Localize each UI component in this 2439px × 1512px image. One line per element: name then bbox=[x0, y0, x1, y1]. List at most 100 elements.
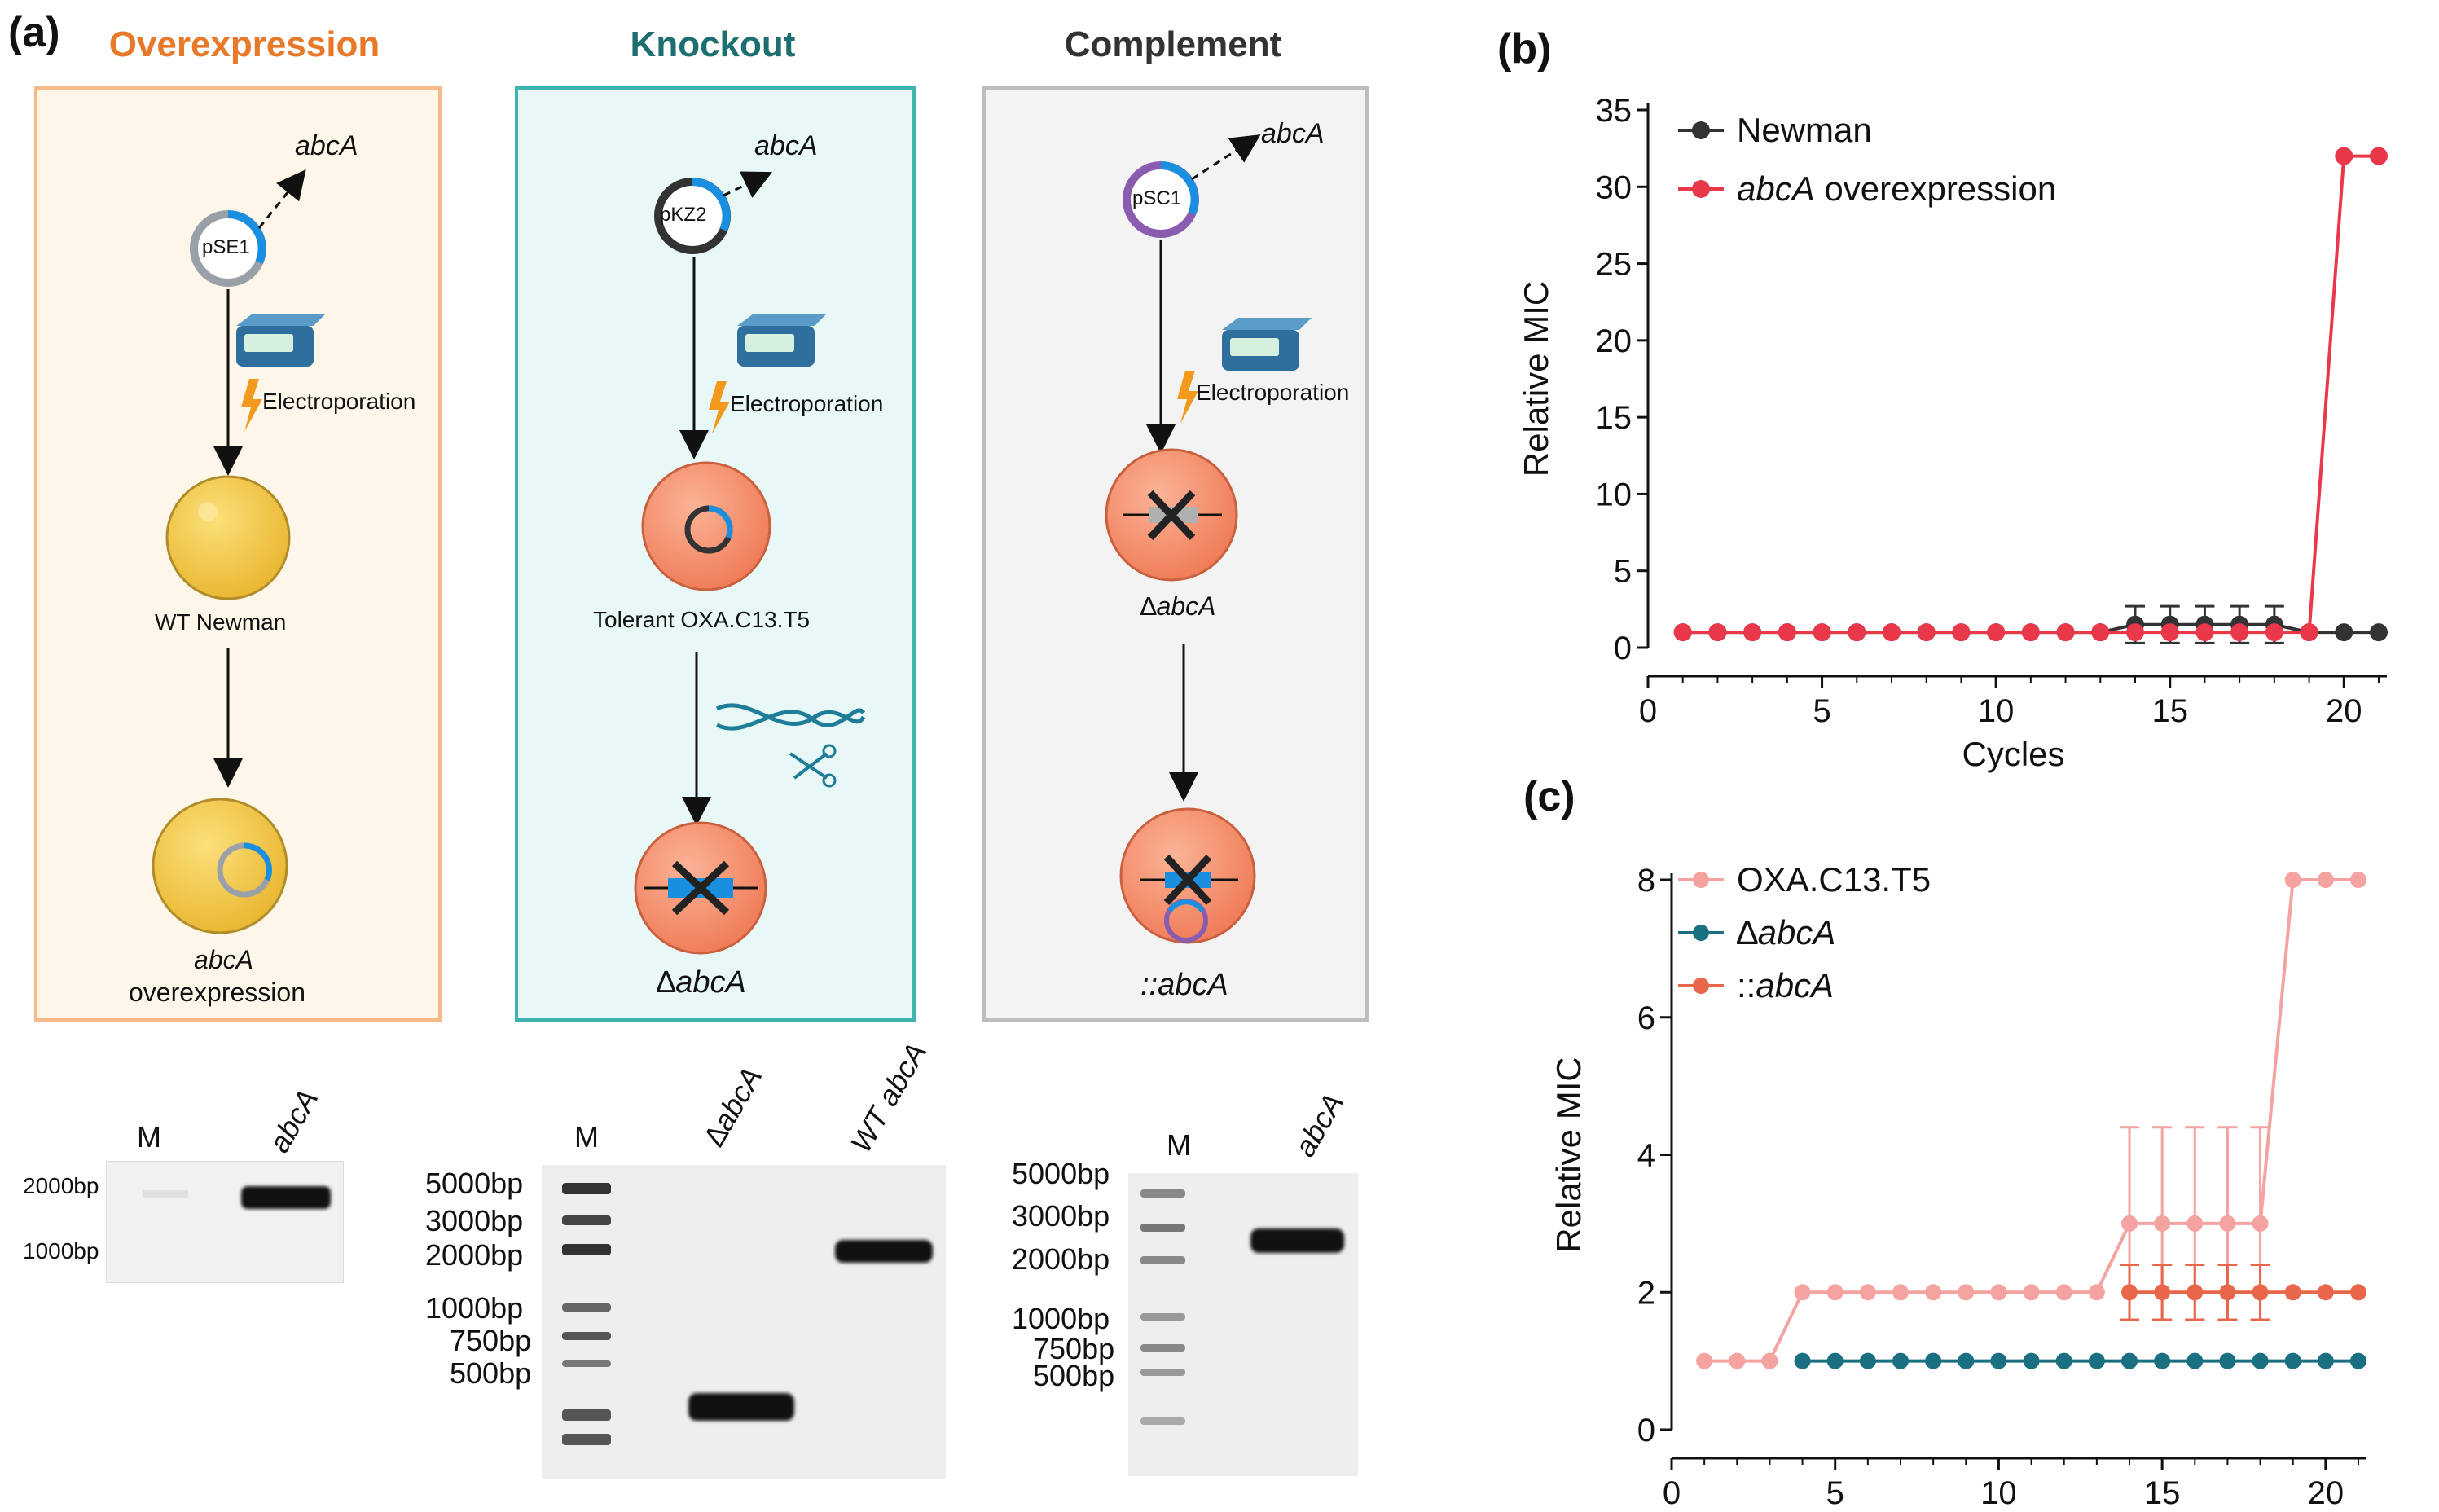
legend-marker bbox=[1692, 180, 1710, 198]
dna-scissors-icon bbox=[715, 703, 866, 788]
data-point bbox=[1673, 623, 1692, 642]
legend-label: ∆abcA bbox=[1737, 913, 1835, 952]
panel-a-letter: (a) bbox=[8, 9, 60, 56]
data-point bbox=[2021, 623, 2040, 642]
data-point bbox=[1729, 1352, 1746, 1369]
result-label: ::abcA bbox=[1140, 968, 1228, 1002]
data-point bbox=[1892, 1352, 1909, 1369]
plasmid-pse1 bbox=[190, 210, 266, 287]
strain-label: WT Newman bbox=[155, 609, 287, 635]
data-point bbox=[1794, 1352, 1811, 1369]
data-point bbox=[2195, 623, 2214, 642]
legend-marker bbox=[1693, 872, 1709, 888]
legend-label: Newman bbox=[1737, 111, 1872, 149]
x-tick-label: 10 bbox=[1978, 693, 2015, 729]
gel-marker-label: 1000bp bbox=[1012, 1302, 1110, 1335]
chart-c: 0246805101520CyclesRelative MICOXA.C13.T… bbox=[1549, 860, 2366, 1507]
data-point bbox=[1794, 1284, 1811, 1301]
data-point bbox=[1813, 623, 1831, 642]
tolerant-cell bbox=[641, 461, 771, 591]
x-tick-label: 10 bbox=[1980, 1475, 2017, 1507]
y-tick-label: 5 bbox=[1614, 554, 1632, 590]
gel-marker-label: 3000bp bbox=[1012, 1199, 1110, 1233]
data-point bbox=[2370, 147, 2388, 165]
plasmid-label: pKZ2 bbox=[660, 204, 707, 226]
strain-gene: abcA bbox=[1156, 591, 1216, 621]
y-tick-label: 2 bbox=[1637, 1275, 1655, 1311]
gel-lane-label: M bbox=[1167, 1128, 1191, 1162]
gel-2 bbox=[542, 1165, 946, 1479]
y-tick-label: 8 bbox=[1637, 863, 1655, 899]
data-point bbox=[2335, 623, 2353, 642]
gene-label: abcA bbox=[754, 130, 818, 161]
x-axis-label: Cycles bbox=[1962, 735, 2064, 773]
x-tick-label: 15 bbox=[2144, 1475, 2181, 1507]
gel-marker-label: 1000bp bbox=[23, 1238, 99, 1264]
data-point bbox=[1708, 623, 1727, 642]
gel-marker-label: 1000bp bbox=[425, 1291, 524, 1325]
x-tick-label: 20 bbox=[2326, 693, 2362, 729]
data-point bbox=[2230, 623, 2249, 642]
gene-label: abcA bbox=[295, 130, 358, 161]
x-tick-label: 0 bbox=[1639, 693, 1657, 729]
gel-marker-label: 3000bp bbox=[425, 1204, 524, 1237]
data-point bbox=[2154, 1352, 2171, 1369]
data-point bbox=[2154, 1215, 2171, 1232]
data-point bbox=[1778, 623, 1796, 642]
data-point bbox=[1925, 1284, 1942, 1301]
knockout-title: Knockout bbox=[630, 24, 796, 64]
delta-symbol: ∆ bbox=[657, 965, 676, 1000]
data-point bbox=[2284, 872, 2301, 888]
data-point bbox=[1917, 623, 1936, 642]
method-label: Electroporation bbox=[262, 389, 416, 414]
data-point bbox=[1990, 1352, 2007, 1369]
lightning-icon bbox=[241, 379, 262, 432]
legend-marker bbox=[1693, 978, 1709, 994]
y-tick-label: 6 bbox=[1637, 1000, 1655, 1036]
data-point bbox=[1952, 623, 1971, 642]
data-point bbox=[2300, 623, 2318, 642]
data-point bbox=[2284, 1284, 2301, 1301]
data-point bbox=[2335, 147, 2353, 165]
strain-label: Tolerant OXA.C13.T5 bbox=[593, 607, 811, 632]
gel-band bbox=[688, 1393, 794, 1421]
data-point bbox=[2252, 1215, 2269, 1232]
x-tick-label: 5 bbox=[1826, 1475, 1844, 1507]
result-gene: abcA bbox=[675, 965, 746, 1000]
data-point bbox=[2350, 1284, 2366, 1301]
data-point bbox=[2126, 623, 2144, 642]
y-axis-label: Relative MIC bbox=[1517, 281, 1555, 477]
overexpression-title: Overexpression bbox=[108, 24, 380, 64]
data-point bbox=[1883, 623, 1901, 642]
data-point bbox=[2186, 1284, 2204, 1301]
y-tick-label: 20 bbox=[1596, 323, 1633, 359]
lightning-icon bbox=[1177, 371, 1198, 424]
data-point bbox=[2055, 1284, 2072, 1301]
plasmid-psc1 bbox=[1123, 161, 1199, 238]
data-point bbox=[2023, 1352, 2040, 1369]
y-tick-label: 35 bbox=[1596, 93, 1633, 129]
strain-label: ∆abcA bbox=[1140, 591, 1216, 622]
data-point bbox=[2219, 1215, 2236, 1232]
data-point bbox=[2186, 1352, 2204, 1369]
data-point bbox=[2317, 872, 2334, 888]
gel-lane-label: abcA bbox=[261, 1083, 325, 1158]
data-point bbox=[1761, 1352, 1778, 1369]
gel-lane-label: M bbox=[137, 1120, 161, 1154]
y-tick-label: 15 bbox=[1596, 400, 1633, 436]
delta-symbol: ∆ bbox=[1140, 591, 1157, 621]
y-tick-label: 10 bbox=[1596, 477, 1633, 512]
x-tick-label: 0 bbox=[1663, 1475, 1681, 1507]
gel-band bbox=[143, 1190, 188, 1198]
plasmid-label: pSC1 bbox=[1132, 187, 1182, 209]
method-label: Electroporation bbox=[730, 391, 884, 416]
wt-newman-cell bbox=[165, 475, 291, 600]
gel-marker-label: 2000bp bbox=[425, 1238, 524, 1272]
data-point bbox=[2317, 1284, 2334, 1301]
data-point bbox=[2088, 1352, 2105, 1369]
gel-3 bbox=[1128, 1173, 1358, 1476]
data-point bbox=[2350, 1352, 2366, 1369]
gel-lane-label: ∆abcA bbox=[697, 1061, 769, 1152]
data-point bbox=[2121, 1215, 2138, 1232]
gel-lane-label: M bbox=[574, 1120, 599, 1154]
